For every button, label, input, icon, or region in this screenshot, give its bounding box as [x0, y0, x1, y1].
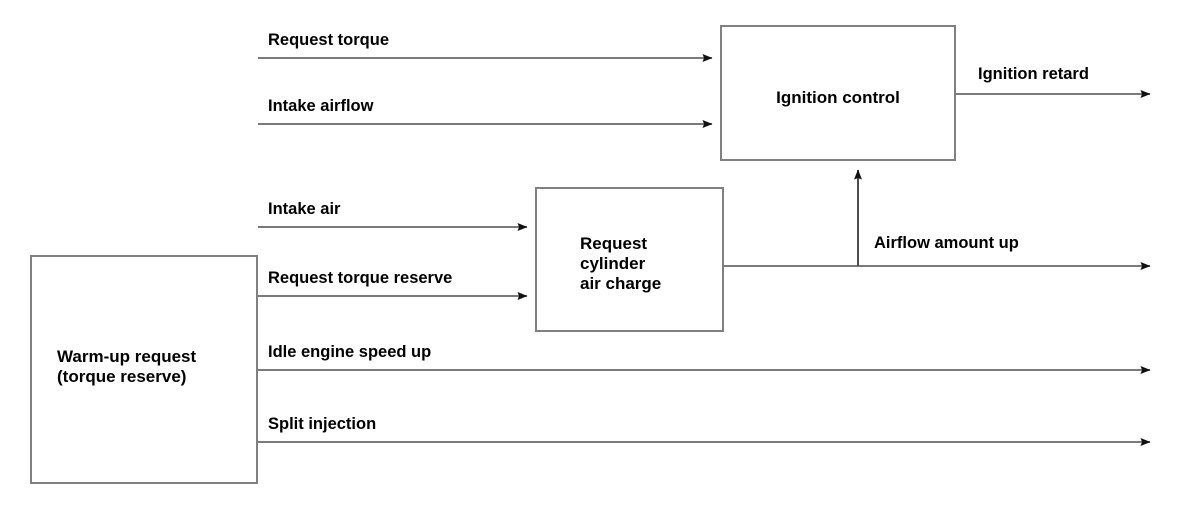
- box-request-cylinder-air-charge-rect: [535, 187, 724, 332]
- box-warm-up-request-rect: [30, 255, 258, 484]
- flow-airflow-amount-up-label: Airflow amount up: [874, 234, 1019, 252]
- flow-request-torque-reserve-label: Request torque reserve: [268, 269, 452, 287]
- box-request-cylinder-air-charge-label-line2: cylinder: [580, 254, 646, 273]
- flow-intake-airflow-label: Intake airflow: [268, 97, 374, 115]
- flow-request-torque-reserve: Request torque reserve: [258, 269, 528, 300]
- box-request-cylinder-air-charge[interactable]: Request cylinder air charge: [535, 187, 724, 332]
- box-ignition-control-rect: [720, 25, 956, 161]
- box-request-cylinder-air-charge-label-line3: air charge: [580, 274, 661, 293]
- flow-intake-airflow: Intake airflow: [258, 97, 713, 128]
- flow-split-injection-label: Split injection: [268, 415, 376, 433]
- box-warm-up-request-label-line2: (torque reserve): [57, 367, 186, 386]
- flow-idle-engine-speed-up: Idle engine speed up: [258, 343, 1151, 374]
- flow-airflow-amount-up: Airflow amount up: [723, 169, 1151, 270]
- box-ignition-control-label: Ignition control: [776, 88, 900, 107]
- flow-idle-engine-speed-up-label: Idle engine speed up: [268, 343, 431, 361]
- box-ignition-control[interactable]: Ignition control: [720, 25, 956, 161]
- flow-ignition-retard-label: Ignition retard: [978, 65, 1089, 83]
- box-warm-up-request-label-line1: Warm-up request: [57, 347, 197, 366]
- flow-request-torque: Request torque: [258, 31, 713, 62]
- flow-request-torque-label: Request torque: [268, 31, 389, 49]
- flow-ignition-retard: Ignition retard: [955, 65, 1151, 98]
- flow-intake-air-label: Intake air: [268, 200, 341, 218]
- box-request-cylinder-air-charge-label-line1: Request: [580, 234, 647, 253]
- flow-intake-air: Intake air: [258, 200, 528, 231]
- flow-split-injection: Split injection: [258, 415, 1151, 446]
- box-warm-up-request[interactable]: Warm-up request (torque reserve): [30, 255, 258, 484]
